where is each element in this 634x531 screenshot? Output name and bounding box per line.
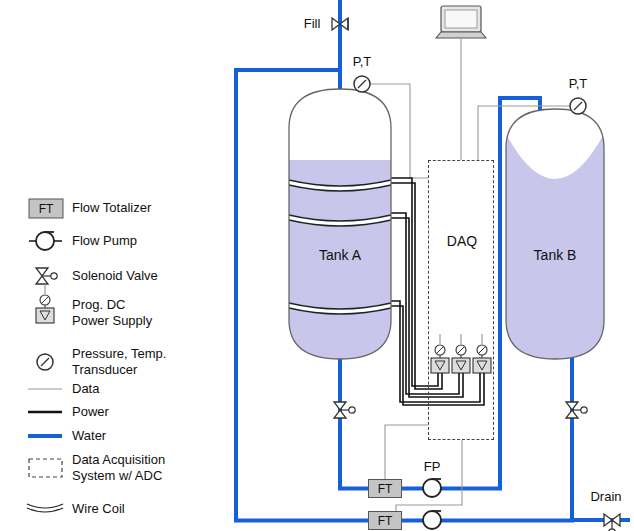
legend-text: Wire Coil: [72, 501, 192, 517]
sensor-label: P,T: [569, 76, 588, 92]
node-label: FT: [378, 482, 393, 496]
node-label: Tank B: [534, 247, 577, 264]
water-pipe: [340, 358, 368, 489]
legend-text: Solenoid Valve: [72, 268, 192, 284]
legend-text: Data Acquisition System w/ ADC: [72, 452, 190, 484]
valve-label: Fill: [304, 16, 321, 32]
legend-text: Data: [72, 381, 192, 397]
water-tank: Tank A: [288, 88, 392, 360]
legend-text: Water: [72, 428, 192, 444]
flow-totalizer-box: FT: [368, 479, 402, 498]
water-tank: Tank B: [505, 108, 605, 360]
daq-box: DAQ: [428, 160, 494, 440]
pump-label: FP: [424, 459, 441, 475]
legend-text: Power: [72, 404, 192, 420]
legend-text: Flow Totalizer: [72, 200, 192, 216]
tank-outline: [505, 108, 605, 360]
node-label: DAQ: [447, 233, 477, 250]
node-label: Tank A: [319, 247, 361, 264]
node-label: FT: [378, 514, 393, 528]
tank-outline: [288, 88, 392, 360]
legend-text: Pressure, Temp. Transducer: [72, 346, 176, 378]
data-line: [385, 425, 428, 479]
sensor-label: P,T: [353, 54, 372, 70]
legend-text: Prog. DC Power Supply: [72, 297, 162, 329]
data-line: [396, 440, 462, 511]
legend-sample-text: FT: [39, 202, 54, 216]
legend-text: Flow Pump: [72, 233, 192, 249]
valve-label: Drain: [590, 489, 621, 505]
flow-totalizer-box: FT: [368, 511, 402, 530]
